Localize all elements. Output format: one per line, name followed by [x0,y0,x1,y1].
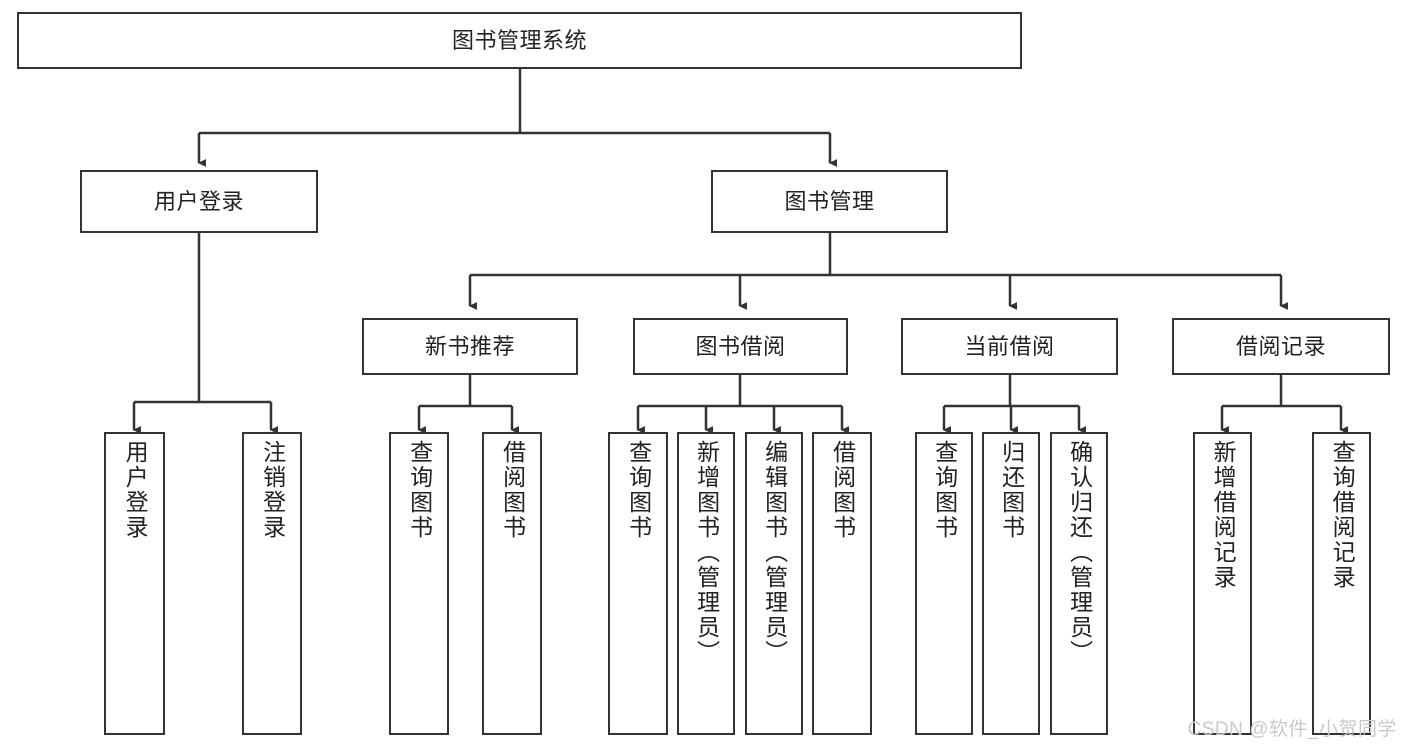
node-label: 注销登录 [259,440,286,540]
node-current-borrow[interactable]: 当前借阅 [901,318,1118,375]
node-leaf-edit-book-admin[interactable]: 编辑图书（管理员） [745,432,803,735]
node-leaf-current-query-book[interactable]: 查询图书 [915,432,973,735]
node-label: 借阅记录 [1235,333,1326,359]
node-leaf-return-book[interactable]: 归还图书 [982,432,1040,735]
node-leaf-borrow-query-book[interactable]: 查询图书 [608,432,668,735]
node-label: 归还图书 [998,440,1025,540]
node-label: 借阅图书 [499,440,526,540]
node-leaf-borrow-book[interactable]: 借阅图书 [812,432,872,735]
node-label: 新增借阅记录 [1210,440,1237,590]
node-leaf-user-logout[interactable]: 注销登录 [242,432,302,735]
node-borrow-record[interactable]: 借阅记录 [1172,318,1390,375]
node-leaf-query-borrow-record[interactable]: 查询借阅记录 [1312,432,1371,735]
node-leaf-add-book-admin[interactable]: 新增图书（管理员） [677,432,735,735]
node-label: 用户登录 [122,440,149,540]
node-root-system[interactable]: 图书管理系统 [17,12,1022,69]
node-book-management[interactable]: 图书管理 [711,170,948,233]
node-label: 查询图书 [931,440,958,540]
node-label: 当前借阅 [964,333,1055,359]
node-label: 图书借阅 [695,333,786,359]
node-leaf-confirm-return-admin[interactable]: 确认归还（管理员） [1050,432,1108,735]
node-label: 借阅图书 [829,440,856,540]
node-new-book-recommend[interactable]: 新书推荐 [362,318,578,375]
node-label: 编辑图书（管理员） [761,440,788,665]
node-book-borrow[interactable]: 图书借阅 [633,318,848,375]
node-label: 新书推荐 [424,333,515,359]
node-label: 查询图书 [625,440,652,540]
node-label: 查询借阅记录 [1329,440,1356,590]
node-label: 图书管理系统 [451,27,587,53]
watermark-text: CSDN @软件_小贺同学 [1187,719,1397,740]
node-leaf-user-login[interactable]: 用户登录 [104,432,165,735]
node-label: 图书管理 [784,188,875,214]
node-leaf-add-borrow-record[interactable]: 新增借阅记录 [1193,432,1252,735]
node-leaf-recommend-borrow-book[interactable]: 借阅图书 [482,432,542,735]
node-label: 查询图书 [406,440,433,540]
node-user-login[interactable]: 用户登录 [80,170,318,233]
node-label: 确认归还（管理员） [1066,440,1093,665]
node-label: 用户登录 [153,188,244,214]
node-label: 新增图书（管理员） [693,440,720,665]
node-leaf-recommend-query-book[interactable]: 查询图书 [389,432,449,735]
